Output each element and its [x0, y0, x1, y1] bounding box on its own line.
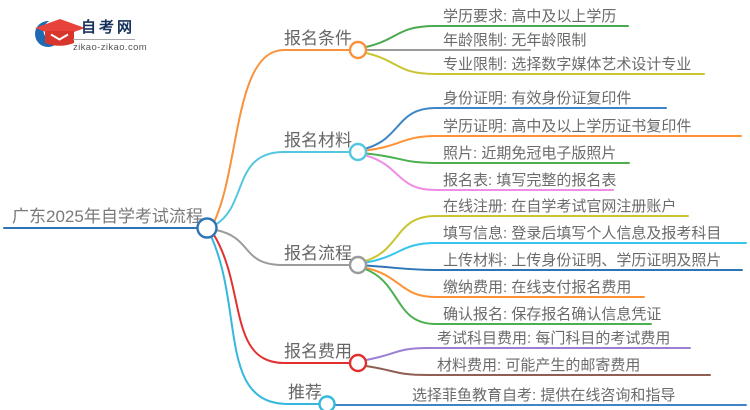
leaf-line: [365, 152, 630, 164]
leaf-line: [364, 215, 689, 262]
root-node-circle: [196, 217, 218, 239]
leaf-identity-proof: 身份证明: 有效身份证复印件: [365, 89, 667, 150]
branch-line: [213, 49, 351, 223]
leaf-line: [365, 347, 691, 361]
leaf-label: 在线注册: 在自学考试官网注册账户: [443, 198, 676, 215]
leaf-label: 确认报名: 保存报名确认信息凭证: [443, 306, 661, 323]
leaf-line: [365, 25, 629, 48]
branch-label: 推荐: [288, 383, 322, 402]
leaf-line: [365, 135, 742, 152]
branch-fees: 报名费用 考试科目费用: 每门科目的考试费用 材料费用: 可能产生的邮寄费用: [213, 234, 711, 376]
site-logo[interactable]: 自考网 zikao-zikao.com: [35, 18, 147, 53]
branch-process: 报名流程 在线注册: 在自学考试官网注册账户 填写信息: 登录后填写个人信息及报…: [215, 198, 747, 325]
leaf-line: [365, 154, 614, 191]
leaf-line: [364, 268, 652, 325]
leaf-label: 学历证明: 高中及以上学历证书复印件: [443, 117, 691, 135]
leaf-line: [365, 365, 711, 376]
logo-cap-accent: [50, 33, 69, 41]
leaf-line: [365, 107, 667, 150]
branch-node-circle: [318, 395, 336, 410]
leaf-label: 材料费用: 可能产生的邮寄费用: [437, 356, 640, 374]
leaf-line: [365, 267, 645, 298]
leaf-label: 缴纳费用: 在线支付报名费用: [443, 279, 631, 296]
branch-line: [210, 235, 320, 405]
leaf-line: [365, 264, 743, 271]
root-node: 广东2025年自学考试流程: [3, 207, 203, 229]
leaf-photo: 照片: 近期免冠电子版照片: [365, 145, 630, 164]
logo-domain: zikao-zikao.com: [73, 42, 147, 53]
leaf-major-limit: 专业限制: 选择数字媒体艺术设计专业: [365, 52, 705, 75]
branch-node-circle: [348, 353, 368, 373]
leaf-label: 照片: 近期免冠电子版照片: [443, 145, 616, 162]
leaf-label: 身份证明: 有效身份证复印件: [443, 89, 631, 107]
branch-label: 报名条件: [284, 29, 352, 48]
branch-line: [215, 229, 351, 266]
logo-title: 自考网: [81, 18, 135, 36]
leaf-label: 填写信息: 登录后填写个人信息及报考科目: [443, 225, 721, 242]
leaf-recommend-school: 选择菲鱼教育自考: 提供在线咨询和指导: [334, 386, 747, 406]
leaf-label: 考试科目费用: 每门科目的考试费用: [437, 330, 670, 347]
leaf-confirm-registration: 确认报名: 保存报名确认信息凭证: [364, 268, 661, 325]
leaf-upload-materials: 上传材料: 上传身份证明、学历证明及照片: [365, 252, 743, 271]
branch-recommendation: 推荐 选择菲鱼教育自考: 提供在线咨询和指导: [210, 235, 747, 410]
branch-line: [214, 151, 351, 226]
branch-node-circle: [348, 40, 368, 60]
leaf-label: 选择菲鱼教育自考: 提供在线咨询和指导: [412, 386, 675, 404]
branch-node-circle: [348, 255, 368, 275]
leaf-label: 学历要求: 高中及以上学历: [443, 8, 616, 25]
leaf-education-requirement: 学历要求: 高中及以上学历: [365, 8, 629, 48]
branch-line: [213, 234, 351, 364]
leaf-education-proof: 学历证明: 高中及以上学历证书复印件: [365, 117, 742, 152]
branch-materials: 报名材料 身份证明: 有效身份证复印件 学历证明: 高中及以上学历证书复印件 照…: [214, 89, 742, 226]
leaf-fill-info: 填写信息: 登录后填写个人信息及报考科目: [365, 225, 747, 264]
branch-label: 报名材料: [284, 131, 352, 150]
leaf-label: 报名表: 填写完整的报名表: [443, 172, 616, 189]
leaf-label: 专业限制: 选择数字媒体艺术设计专业: [443, 56, 691, 73]
leaf-exam-subject-fee: 考试科目费用: 每门科目的考试费用: [365, 330, 691, 361]
leaf-online-register: 在线注册: 在自学考试官网注册账户: [364, 198, 689, 262]
leaf-line: [365, 242, 747, 264]
leaf-line: [365, 52, 705, 75]
root-label: 广东2025年自学考试流程: [12, 207, 203, 226]
branch-node-circle: [348, 142, 368, 162]
leaf-registration-form: 报名表: 填写完整的报名表: [365, 154, 616, 191]
branch-label: 报名费用: [284, 342, 352, 361]
leaf-label: 年龄限制: 无年龄限制: [443, 32, 586, 49]
branch-conditions: 报名条件 学历要求: 高中及以上学历 年龄限制: 无年龄限制 专业限制: 选择数…: [213, 8, 705, 223]
leaf-label: 上传材料: 上传身份证明、学历证明及照片: [443, 252, 721, 269]
leaf-age-limit: 年龄限制: 无年龄限制: [365, 32, 586, 51]
leaf-material-fee: 材料费用: 可能产生的邮寄费用: [365, 356, 711, 376]
leaf-pay-fee: 缴纳费用: 在线支付报名费用: [365, 267, 645, 298]
branch-label: 报名流程: [284, 244, 352, 263]
